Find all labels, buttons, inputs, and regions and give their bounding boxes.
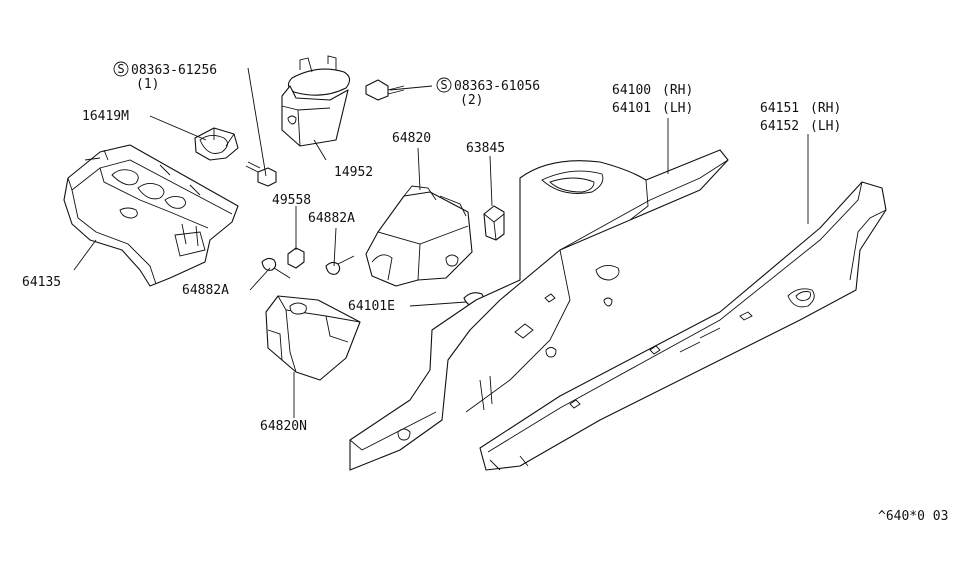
part-64882A-upper-screw [325, 255, 355, 275]
part-64135-panel [63, 144, 239, 287]
part-14952-bracket [281, 55, 351, 147]
part-64820-bracket [365, 185, 473, 287]
label-64820N: 64820N [260, 419, 307, 434]
part-49558-clip [287, 247, 305, 269]
screw-symbol-icon [113, 61, 129, 77]
part-08363-61056-bolt [365, 79, 405, 101]
label-14952: 14952 [334, 165, 373, 180]
label-16419M: 16419M [82, 109, 129, 124]
part-quantity: (2) [460, 93, 483, 108]
part-number: 08363-61056 [454, 79, 540, 94]
screw-symbol-letter: S [440, 78, 447, 92]
label-64101E: 64101E [348, 299, 395, 314]
part-number: 64100 [612, 83, 651, 98]
diagram-code: ^640*0 03 [878, 509, 948, 524]
part-side: (LH) [810, 119, 841, 134]
label-64151-64152: 64151 (RH) 64152 (LH) [760, 101, 841, 134]
leader-lines [73, 67, 809, 418]
part-side: (LH) [662, 101, 693, 116]
screw-symbol-letter: S [117, 62, 124, 76]
part-64100-side-member [349, 149, 729, 471]
part-16419M-clip [194, 127, 239, 161]
part-63845-stop [483, 205, 505, 241]
part-quantity: (1) [136, 77, 159, 92]
label-63845: 63845 [466, 141, 505, 156]
part-number: 64151 [760, 101, 799, 116]
part-side: (RH) [662, 83, 693, 98]
part-64151-side-member [479, 181, 887, 471]
label-08363-61256: S 08363-61256 (1) [113, 61, 217, 92]
label-49558: 49558 [272, 193, 311, 208]
label-64882A-lower: 64882A [182, 283, 229, 298]
label-08363-61056: S 08363-61056 (2) [436, 77, 540, 108]
part-number: 08363-61256 [131, 63, 217, 78]
part-number: 64101 [612, 101, 651, 116]
part-side: (RH) [810, 101, 841, 116]
screw-symbol-icon [436, 77, 452, 93]
label-64820: 64820 [392, 131, 431, 146]
part-64820N-mount [265, 295, 361, 381]
part-08363-61256-bolt [245, 161, 277, 187]
label-64882A-upper: 64882A [308, 211, 355, 226]
part-64882A-lower-screw [261, 257, 291, 279]
label-64100-64101: 64100 (RH) 64101 (LH) [612, 83, 693, 116]
label-64135: 64135 [22, 275, 61, 290]
part-number: 64152 [760, 119, 799, 134]
